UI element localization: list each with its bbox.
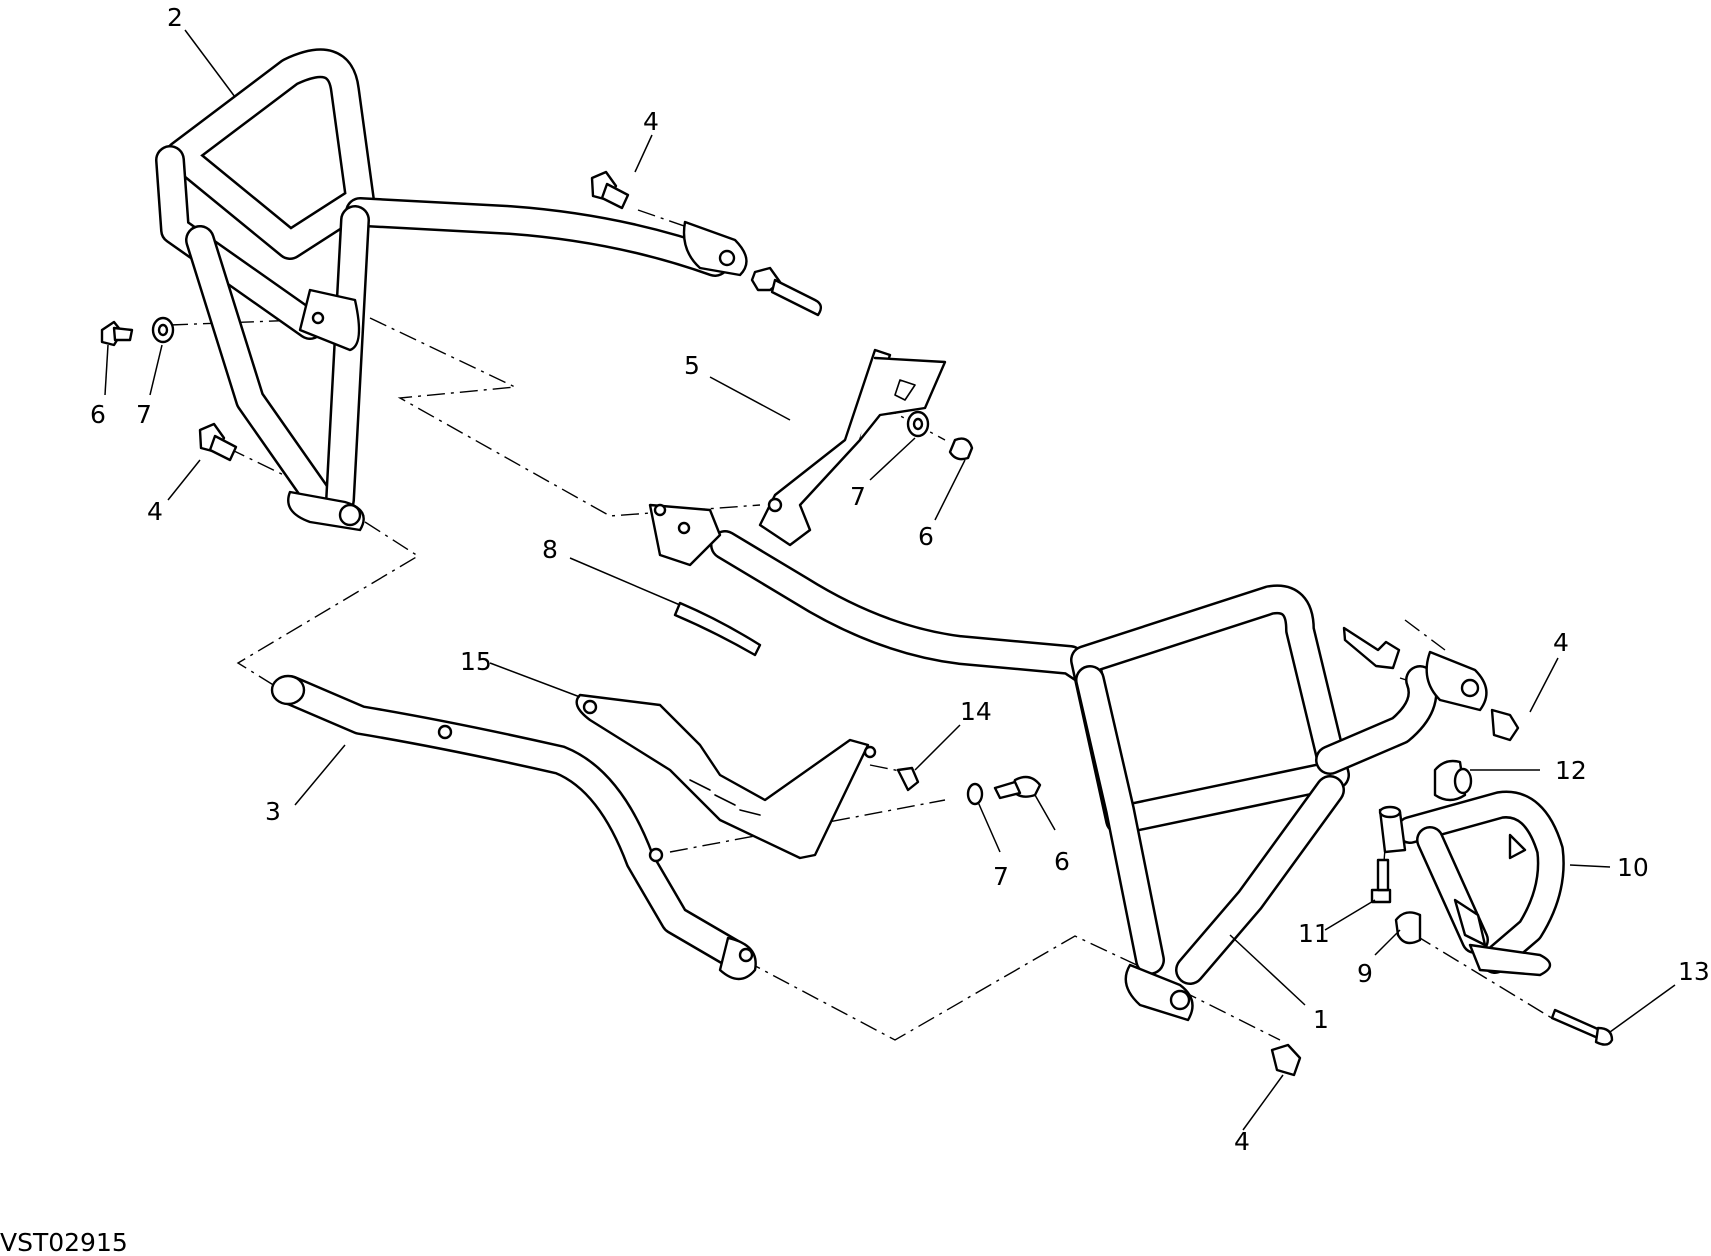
label-6: 6 xyxy=(90,400,106,429)
label-13: 13 xyxy=(1678,957,1710,986)
threaded-pin-right xyxy=(1342,626,1401,670)
label-3: 3 xyxy=(265,797,281,826)
label-6: 6 xyxy=(1054,847,1070,876)
label-7: 7 xyxy=(136,400,152,429)
part-12-rubber-bumper xyxy=(1433,759,1473,802)
label-14: 14 xyxy=(960,697,992,726)
label-7: 7 xyxy=(993,862,1009,891)
part-labels: 2 4 6 7 4 5 7 6 8 15 3 14 7 6 4 12 10 11… xyxy=(90,3,1710,1156)
part-11-bushing xyxy=(1378,805,1407,854)
label-4: 4 xyxy=(1234,1127,1250,1156)
label-7: 7 xyxy=(850,482,866,511)
label-4: 4 xyxy=(147,497,163,526)
diagram-code: VST02915 xyxy=(0,1228,128,1256)
label-15: 15 xyxy=(460,647,492,676)
label-2: 2 xyxy=(167,3,183,32)
part-5-bracket xyxy=(758,348,947,547)
label-1: 1 xyxy=(1313,1005,1329,1034)
threaded-pin-upper xyxy=(750,266,823,317)
label-4: 4 xyxy=(1553,628,1569,657)
label-5: 5 xyxy=(684,351,700,380)
part-15-lower-bracket xyxy=(575,693,877,860)
part-9-spacer xyxy=(1394,911,1422,945)
part-10-small-bar xyxy=(1396,790,1565,977)
part-1-main-crash-bar xyxy=(648,503,1488,1022)
part-2-upper-left-crash-bar xyxy=(155,48,748,532)
label-12: 12 xyxy=(1555,756,1587,785)
label-4: 4 xyxy=(643,107,659,136)
label-10: 10 xyxy=(1617,853,1649,882)
part-3-lower-bar xyxy=(270,674,757,981)
label-11: 11 xyxy=(1298,919,1330,948)
fasteners xyxy=(100,170,1614,1077)
part-8-pad xyxy=(673,601,762,657)
label-6: 6 xyxy=(918,522,934,551)
leader-lines xyxy=(104,29,1676,1131)
label-9: 9 xyxy=(1357,959,1373,988)
label-8: 8 xyxy=(542,535,558,564)
